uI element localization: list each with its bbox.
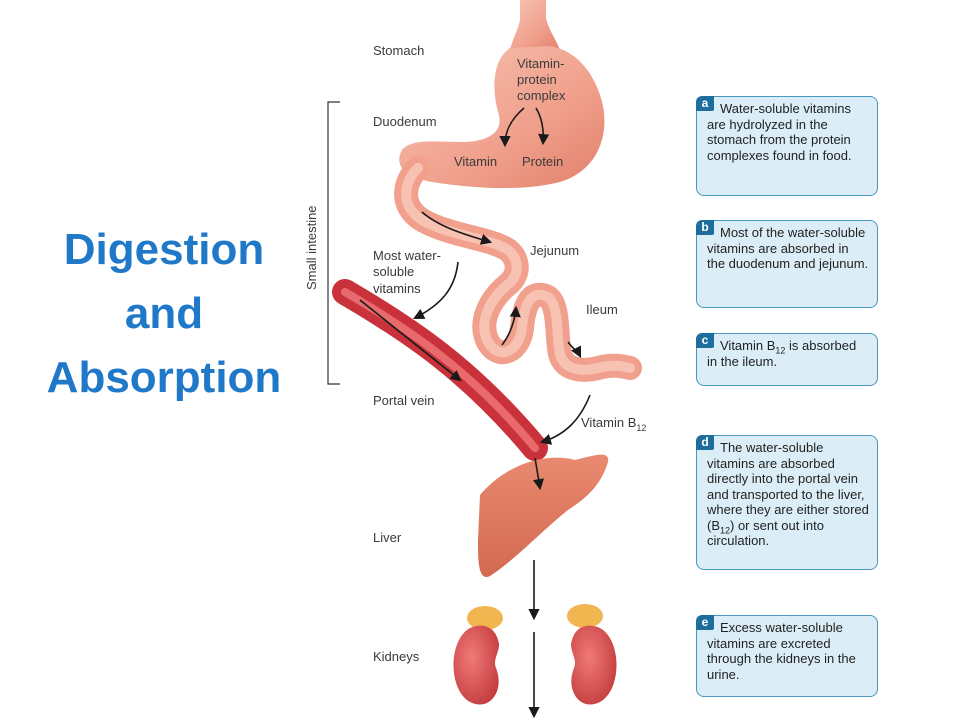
info-box-c: c Vitamin B12 is absorbed in the ileum. [696, 333, 878, 386]
box-text-d-before: The water-soluble vitamins are absorbed … [707, 440, 869, 533]
small-intestine [394, 156, 642, 382]
flow-arrows [359, 107, 591, 719]
info-box-b: b Most of the water-soluble vitamins are… [696, 220, 878, 308]
title-line-2: and [124, 289, 204, 338]
label-most-water-1: Most water- [373, 248, 441, 263]
label-vitamin-b12-text: Vitamin B [581, 415, 636, 430]
box-tag-c: c [696, 333, 714, 348]
box-tag-a: a [696, 96, 714, 111]
small-intestine-bracket [327, 101, 340, 385]
box-text-c-sub: 12 [775, 345, 786, 356]
label-stomach: Stomach [373, 43, 424, 58]
box-tag-d: d [696, 435, 714, 450]
box-text-d-sub: 12 [720, 525, 731, 536]
label-duodenum: Duodenum [373, 114, 437, 129]
box-text-a: Water-soluble vitamins are hydrolyzed in… [707, 101, 852, 163]
portal-vein [332, 279, 548, 461]
info-box-a: a Water-soluble vitamins are hydrolyzed … [696, 96, 878, 196]
label-liver: Liver [373, 530, 402, 545]
title-line-3: Absorption [46, 353, 282, 402]
label-ileum: Ileum [586, 302, 618, 317]
label-most-water-2: soluble [373, 264, 414, 279]
box-text-c-after: is absorbed in the ileum. [707, 338, 857, 369]
box-text-d-after: ) or sent out into circulation. [707, 517, 824, 549]
label-jejunum: Jejunum [530, 243, 579, 258]
label-vitamin-protein-3: complex [517, 88, 566, 103]
stomach [399, 0, 605, 189]
label-most-water-3: vitamins [373, 281, 421, 296]
page-title: Digestion and Absorption [12, 218, 316, 410]
label-small-intestine: Small intestine [304, 205, 319, 290]
label-vitamin-protein-1: Vitamin- [517, 56, 564, 71]
label-vitamin-protein-2: protein [517, 72, 557, 87]
info-box-e: e Excess water-soluble vitamins are excr… [696, 615, 878, 697]
label-kidneys: Kidneys [373, 649, 420, 664]
label-portal-vein: Portal vein [373, 393, 434, 408]
label-vitamin-b12: Vitamin B12 [581, 415, 646, 433]
label-vitamin-b12-sub: 12 [636, 423, 646, 433]
box-text-e: Excess water-soluble vitamins are excret… [707, 620, 856, 682]
box-tag-b: b [696, 220, 714, 235]
box-text-b: Most of the water-soluble vitamins are a… [707, 225, 869, 271]
info-box-d: d The water-soluble vitamins are absorbe… [696, 435, 878, 570]
label-vitamin: Vitamin [454, 154, 497, 169]
box-tag-e: e [696, 615, 714, 630]
box-text-c-before: Vitamin B [720, 338, 776, 353]
title-line-1: Digestion [63, 225, 265, 274]
kidneys [453, 604, 617, 705]
liver [478, 454, 609, 578]
label-protein: Protein [522, 154, 563, 169]
